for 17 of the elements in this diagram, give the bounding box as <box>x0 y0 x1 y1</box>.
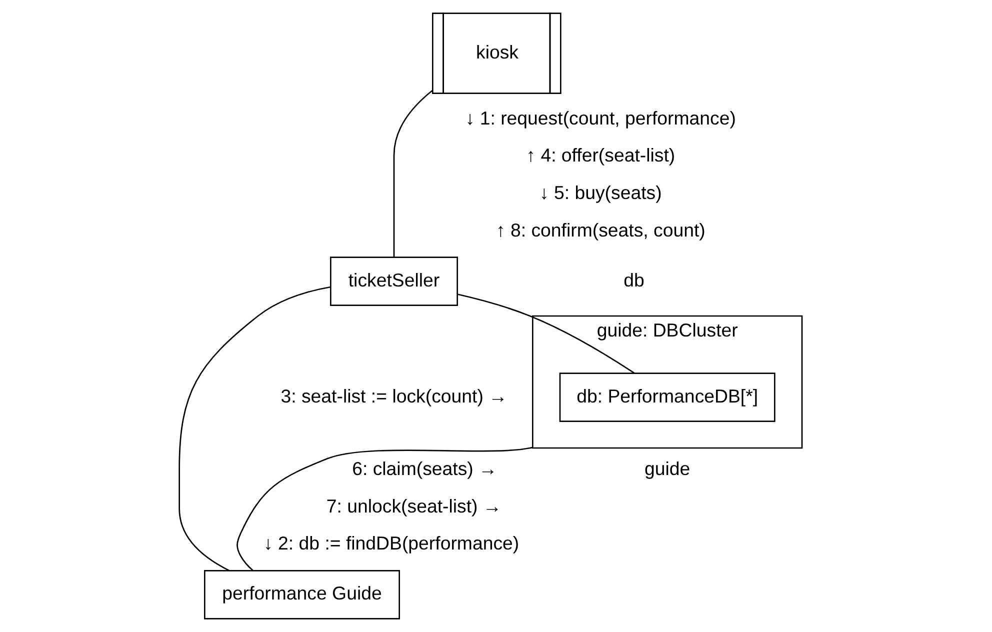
label: 3: seat-list := lock(count) → <box>280 385 508 406</box>
label: 6: claim(seats) → <box>352 458 498 479</box>
label: ↑ 4: offer(seat-list) <box>526 144 676 166</box>
label: ↑ 8: confirm(seats, count) <box>496 219 706 240</box>
label: ↓ 5: buy(seats) <box>539 182 662 203</box>
label: 7: unlock(seat-list) → <box>326 495 502 516</box>
connector <box>236 446 533 571</box>
node-box: ticketSeller <box>330 256 458 306</box>
connector <box>178 286 331 572</box>
label: ↓ 2: db := findDB(performance) <box>264 532 520 554</box>
label: db <box>624 269 644 290</box>
label: ↓ 1: request(count, performance) <box>465 107 736 128</box>
connector <box>393 90 433 257</box>
connector <box>457 294 635 374</box>
label: guide <box>644 458 690 479</box>
node-box: performance Guide <box>204 570 400 620</box>
node-box: db: PerformanceDB[*] <box>559 372 776 422</box>
